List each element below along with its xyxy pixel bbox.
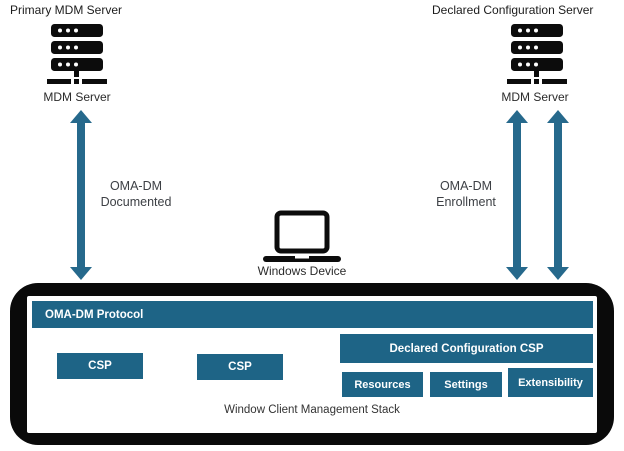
arrow-shaft	[76, 123, 85, 267]
csp-box-left: CSP	[57, 353, 143, 379]
connection-label-line: OMA-DM	[109, 179, 163, 193]
primary-mdm-server-title: Primary MDM Server	[10, 3, 123, 17]
csp-box-middle: CSP	[197, 354, 283, 380]
double-arrow-icon	[505, 110, 528, 280]
connection-label-line: Documented	[100, 195, 172, 209]
extensibility-box: Extensibility	[508, 368, 593, 397]
oma-dm-documented-label: OMA-DM Documented	[76, 178, 196, 210]
arrowhead-up	[505, 110, 528, 123]
declared-config-server-label: MDM Server	[501, 90, 569, 104]
stack-caption: Window Client Management Stack	[224, 404, 400, 416]
windows-device-label: Windows Device	[257, 264, 347, 278]
arrowhead-up	[69, 110, 92, 123]
oma-dm-protocol-bar: OMA-DM Protocol	[32, 301, 593, 328]
arrowhead-down	[505, 267, 528, 280]
server-icon	[47, 24, 107, 84]
arrowhead-down	[69, 267, 92, 280]
connection-label-line: Enrollment	[436, 195, 496, 209]
arrow-shaft	[553, 123, 562, 267]
double-arrow-icon	[546, 110, 569, 280]
double-arrow-icon	[69, 110, 92, 280]
laptop-icon	[263, 210, 341, 262]
arrow-shaft	[512, 123, 521, 267]
arrowhead-down	[546, 267, 569, 280]
resources-box: Resources	[342, 372, 423, 397]
settings-box: Settings	[430, 372, 502, 397]
arrowhead-up	[546, 110, 569, 123]
primary-mdm-server-label: MDM Server	[43, 90, 111, 104]
declared-configuration-csp-box: Declared Configuration CSP	[340, 334, 593, 363]
oma-dm-enrollment-label: OMA-DM Enrollment	[406, 178, 526, 210]
server-icon	[507, 24, 567, 84]
connection-label-line: OMA-DM	[439, 179, 493, 193]
declared-config-server-title: Declared Configuration Server	[432, 3, 594, 17]
